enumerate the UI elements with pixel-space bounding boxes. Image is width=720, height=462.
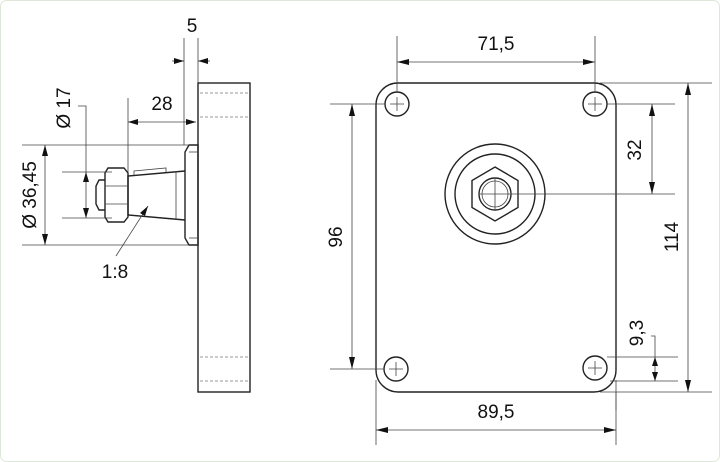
pilot-shoulder: [184, 144, 199, 246]
dim-hole-spacing-vertical: 96: [326, 226, 347, 247]
dim-center-offset: 32: [625, 139, 646, 160]
dim-thread-diameter: Ø 17: [54, 87, 75, 128]
dim-plate-width: 89,5: [478, 402, 515, 423]
dim-shaft-length: 28: [151, 94, 172, 115]
dim-flange-thickness: 5: [187, 16, 198, 37]
dim-pilot-diameter: Ø 36,45: [20, 161, 41, 229]
mounting-plate: [375, 82, 617, 393]
dim-plate-height: 114: [662, 221, 683, 252]
dim-taper: 1:8: [102, 262, 128, 283]
dim-hole-spacing-horizontal: 71,5: [478, 34, 515, 55]
dim-hole-edge-offset: 9,3: [627, 320, 648, 346]
front-view: 71,5 89,5 96 114 32 9,3: [326, 34, 712, 445]
side-view: 5 28 Ø 36,45 Ø 17 1:8: [20, 16, 251, 393]
nut: [104, 167, 129, 223]
shaft-tip: [95, 179, 105, 211]
